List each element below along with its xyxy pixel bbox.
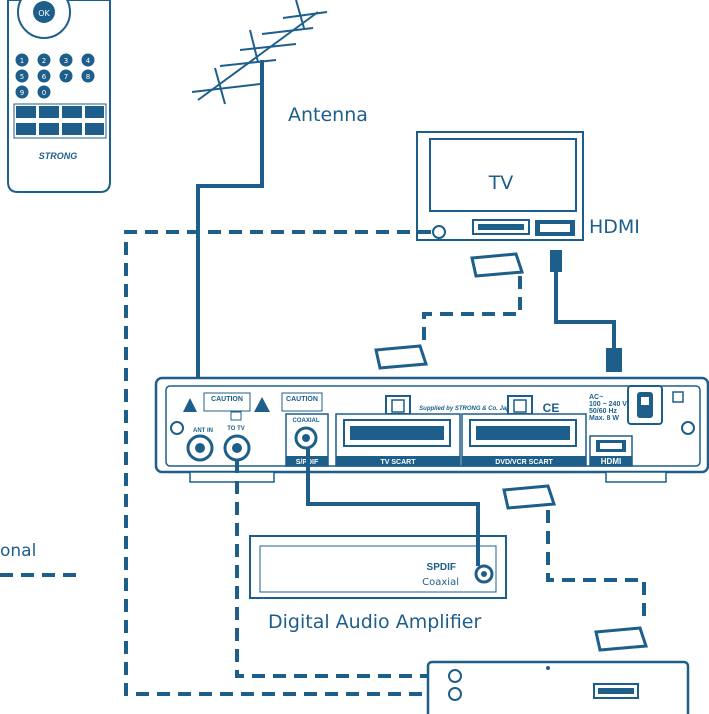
remote-key [59,53,73,67]
ant-in-label: ANT IN [193,428,213,434]
remote-brand: STRONG [39,151,78,161]
amplifier-label: Digital Audio Amplifier [268,611,481,633]
scart-cable-vcr [502,484,649,652]
remote-key [15,53,29,67]
tv-label: TV [488,172,514,194]
amplifier-spdif-label: SPDIF [427,562,456,573]
remote-keypad: 1 2 3 4 5 6 7 8 9 0 [15,53,95,99]
remote-key [15,85,29,99]
hdmi-label: HDMI [589,216,640,238]
remote-key-label: 3 [64,57,68,65]
frequency-label: 50/60 Hz [589,408,618,415]
tv-icon [416,131,584,241]
tv-rf-input [432,225,446,239]
remote-key [15,69,29,83]
vcr-device [426,660,690,714]
remote-key-label: 2 [42,57,46,65]
to-tv-label: TO TV [227,426,245,432]
remote-key [37,53,51,67]
coaxial-cable [306,448,480,566]
vcr-rf-in [448,669,462,683]
remote-key-label: 8 [86,73,90,81]
vcr-rf-out [448,687,462,701]
caution-label-1: CAUTION [211,396,243,403]
remote-key [59,69,73,83]
dvd-scart-label: DVD/VCR SCART [495,459,553,466]
amplifier-coaxial-label: Coaxial [422,577,459,588]
remote-key-label: 5 [20,73,24,81]
hdmi-port-label: HDMI [601,457,621,466]
remote-ok-label: OK [38,9,50,18]
remote-key [37,85,51,99]
scart-cable-tv [374,252,525,370]
ce-mark: CE [543,401,560,415]
caution-label-2: CAUTION [286,396,318,403]
power-label: Max. 8 W [589,415,619,422]
ac-label: AC~ [589,394,603,401]
antenna-cable [196,60,264,446]
supplied-by-label: Supplied by STRONG & Co. Japan [419,406,517,412]
remote-key [81,69,95,83]
voltage-label: 100 ~ 240 V [589,401,627,408]
antenna-label: Antenna [288,104,368,126]
remote-key-label: 1 [20,57,24,65]
remote-key-label: 7 [64,73,68,81]
remote-key-label: 6 [42,73,47,81]
remote-ok-button [33,1,55,23]
remote-key-label: 0 [42,89,46,97]
remote-key-label: 9 [20,89,24,97]
remote-key-label: 4 [86,57,91,65]
to-tv-cable [235,460,444,678]
amplifier-icon [249,535,507,599]
receiver-rear-panel: CAUTION CAUTION ANT IN TO TV COAXIAL S/P… [154,376,709,483]
remote-control: OK 1 2 3 4 5 6 7 8 9 0 STRONG [7,0,111,193]
hdmi-cable [550,250,622,372]
antenna-icon [191,0,328,105]
remote-key [37,69,51,83]
remote-key [81,53,95,67]
rf-loop-cable [124,230,444,696]
coaxial-port-label: COAXIAL [293,418,320,424]
optional-legend-label: onal [0,541,36,561]
tv-scart-label: TV SCART [381,459,417,466]
